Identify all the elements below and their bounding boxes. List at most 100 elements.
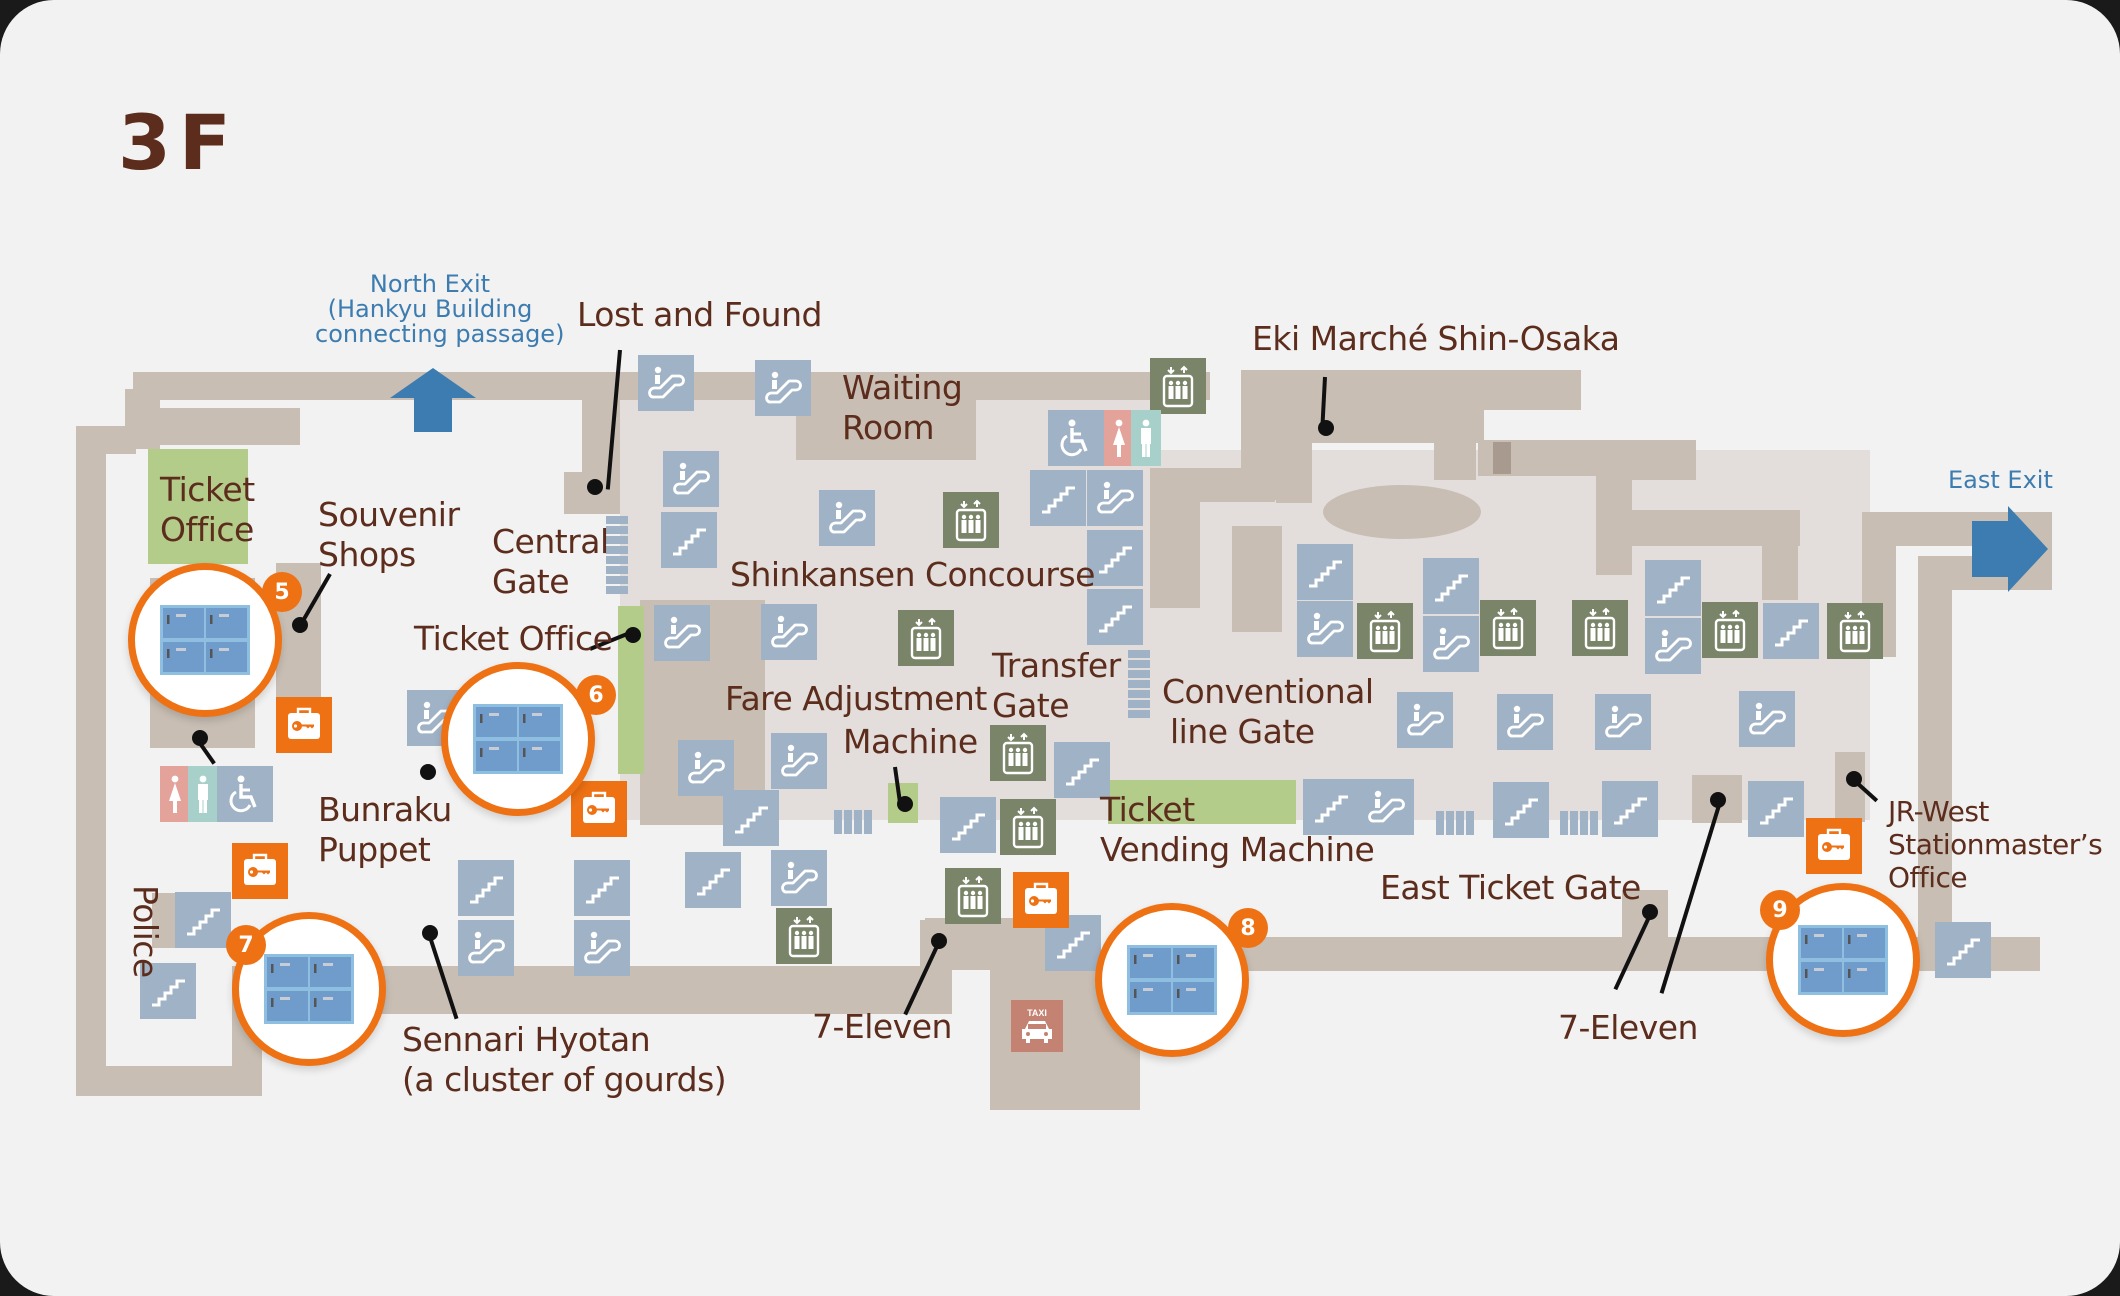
east-wall-4 [1762, 510, 1798, 600]
label-central-gate-line2: Gate [492, 561, 570, 601]
stairs-icon [940, 797, 996, 853]
female-restroom-icon [160, 766, 190, 822]
elevator-icon [945, 868, 1001, 924]
label-conventional-line2: line Gate [1170, 711, 1315, 751]
stairs-icon [1645, 560, 1701, 616]
stairs-icon [1297, 544, 1353, 600]
label-conventional-line1: Conventional [1162, 672, 1374, 711]
label-fare-adjustment-line2: Machine [843, 722, 978, 761]
label-waiting-room-line1: Waiting [842, 368, 963, 407]
east-gate-2 [1560, 811, 1598, 835]
label-souvenir-shops: Souvenir Shops [318, 495, 460, 574]
female-restroom-icon [1104, 410, 1134, 466]
pin-souvenir-shops [292, 617, 308, 633]
locker-key-icon[interactable] [1806, 818, 1862, 874]
elevator-icon [1150, 358, 1206, 414]
escalator-icon [458, 920, 514, 976]
locker-number-badge: 9 [1760, 890, 1800, 930]
north-exit-line1: North Exit [369, 270, 491, 298]
stairs-icon [574, 860, 630, 916]
escalator-icon [755, 360, 811, 416]
escalator-icon [1497, 694, 1553, 750]
label-ticket-office-west-line1: Ticket [160, 470, 255, 509]
locker-key-icon[interactable] [232, 843, 288, 899]
pin-seven-eleven-central [931, 933, 947, 949]
label-sennari-line2: (a cluster of gourds) [402, 1059, 727, 1099]
label-eki-marche: Eki Marché Shin-Osaka [1252, 319, 1620, 358]
locker-bubble-8[interactable] [1095, 903, 1249, 1057]
label-sennari-line1: Sennari Hyotan [402, 1020, 651, 1059]
escalator-icon [1645, 618, 1701, 674]
escalator-icon [819, 490, 875, 546]
locker-bubble-7[interactable] [232, 912, 386, 1066]
restroom-door [1493, 442, 1511, 474]
escalator-icon [1423, 616, 1479, 672]
eki-marche-outer [1241, 370, 1581, 410]
stairs-icon [1763, 603, 1819, 659]
label-transfer-gate-line1: Transfer [992, 646, 1121, 685]
ticket-vending-machine-area [1108, 780, 1296, 824]
label-sennari-hyotan: Sennari Hyotan (a cluster of gourds) [402, 1020, 727, 1099]
wheelchair-icon [1048, 410, 1104, 466]
escalator-icon [663, 451, 719, 507]
escalator-icon [1397, 692, 1453, 748]
east-exit-arrow-icon[interactable] [1972, 506, 2048, 592]
pin-fare-adjustment [897, 796, 913, 812]
escalator-icon [1595, 694, 1651, 750]
stairs-icon [1303, 779, 1359, 835]
stairs-icon [723, 790, 779, 846]
label-fare-adjustment: Fare Adjustment [725, 679, 987, 718]
eki-marche-shop-l [1276, 408, 1312, 503]
locker-bubble-9[interactable] [1766, 883, 1920, 1037]
escalator-icon [638, 355, 694, 411]
pin-restrooms [192, 730, 208, 746]
label-shinkansen-concourse: Shinkansen Concourse [730, 555, 1095, 594]
escalator-icon [574, 920, 630, 976]
escalator-icon [761, 604, 817, 660]
shop-block-center [1232, 526, 1282, 632]
male-restroom-icon [1131, 410, 1161, 466]
stairs-icon [1087, 589, 1143, 645]
escalator-icon [771, 733, 827, 789]
elevator-icon [990, 725, 1046, 781]
corridor-west-block [125, 389, 160, 449]
label-east-ticket-gate: East Ticket Gate [1380, 868, 1641, 907]
stairs-icon [1087, 530, 1143, 586]
elevator-icon [1572, 600, 1628, 656]
pin-jr-west-office [1846, 771, 1862, 787]
elevator-icon [1702, 602, 1758, 658]
shop-nw [160, 408, 300, 445]
east-exit-corridor-v2 [1918, 556, 1952, 941]
label-seven-eleven-east: 7-Eleven [1558, 1008, 1698, 1047]
east-wall-1 [1596, 440, 1696, 480]
north-exit-arrow-icon[interactable] [390, 368, 476, 432]
label-bunraku-line1: Bunraku [318, 790, 452, 829]
elevator-icon [776, 908, 832, 964]
locker-number-badge: 5 [262, 572, 302, 612]
fountain [1323, 485, 1481, 539]
pin-seven-eleven-east [1642, 904, 1658, 920]
locker-key-icon[interactable] [1013, 872, 1069, 928]
locker-bubble-5[interactable] [128, 563, 282, 717]
label-ticket-office-center: Ticket Office [414, 619, 613, 658]
escalator-icon [678, 740, 734, 796]
locker-number-badge: 8 [1228, 908, 1268, 948]
escalator-icon [1087, 470, 1143, 526]
locker-bubble-6[interactable] [441, 662, 595, 816]
locker-key-icon[interactable] [571, 781, 627, 837]
escalator-icon [1739, 691, 1795, 747]
floor-title: 3F [118, 98, 239, 187]
stairs-icon [1935, 922, 1991, 978]
elevator-icon [1357, 603, 1413, 659]
label-jr-west-line1: JR-West [1888, 795, 1989, 828]
north-exit-line3: connecting passage) [315, 320, 565, 349]
north-exit-line2: (Hankyu Building [327, 295, 533, 324]
escalator-icon [1358, 779, 1414, 835]
stairs-icon [1423, 558, 1479, 614]
elevator-icon [1480, 600, 1536, 656]
label-central-gate-line1: Central [492, 522, 609, 561]
locker-key-icon[interactable] [276, 697, 332, 753]
label-ticket-vending-machine: Ticket Vending Machine [1100, 790, 1375, 869]
escalator-icon [654, 605, 710, 661]
